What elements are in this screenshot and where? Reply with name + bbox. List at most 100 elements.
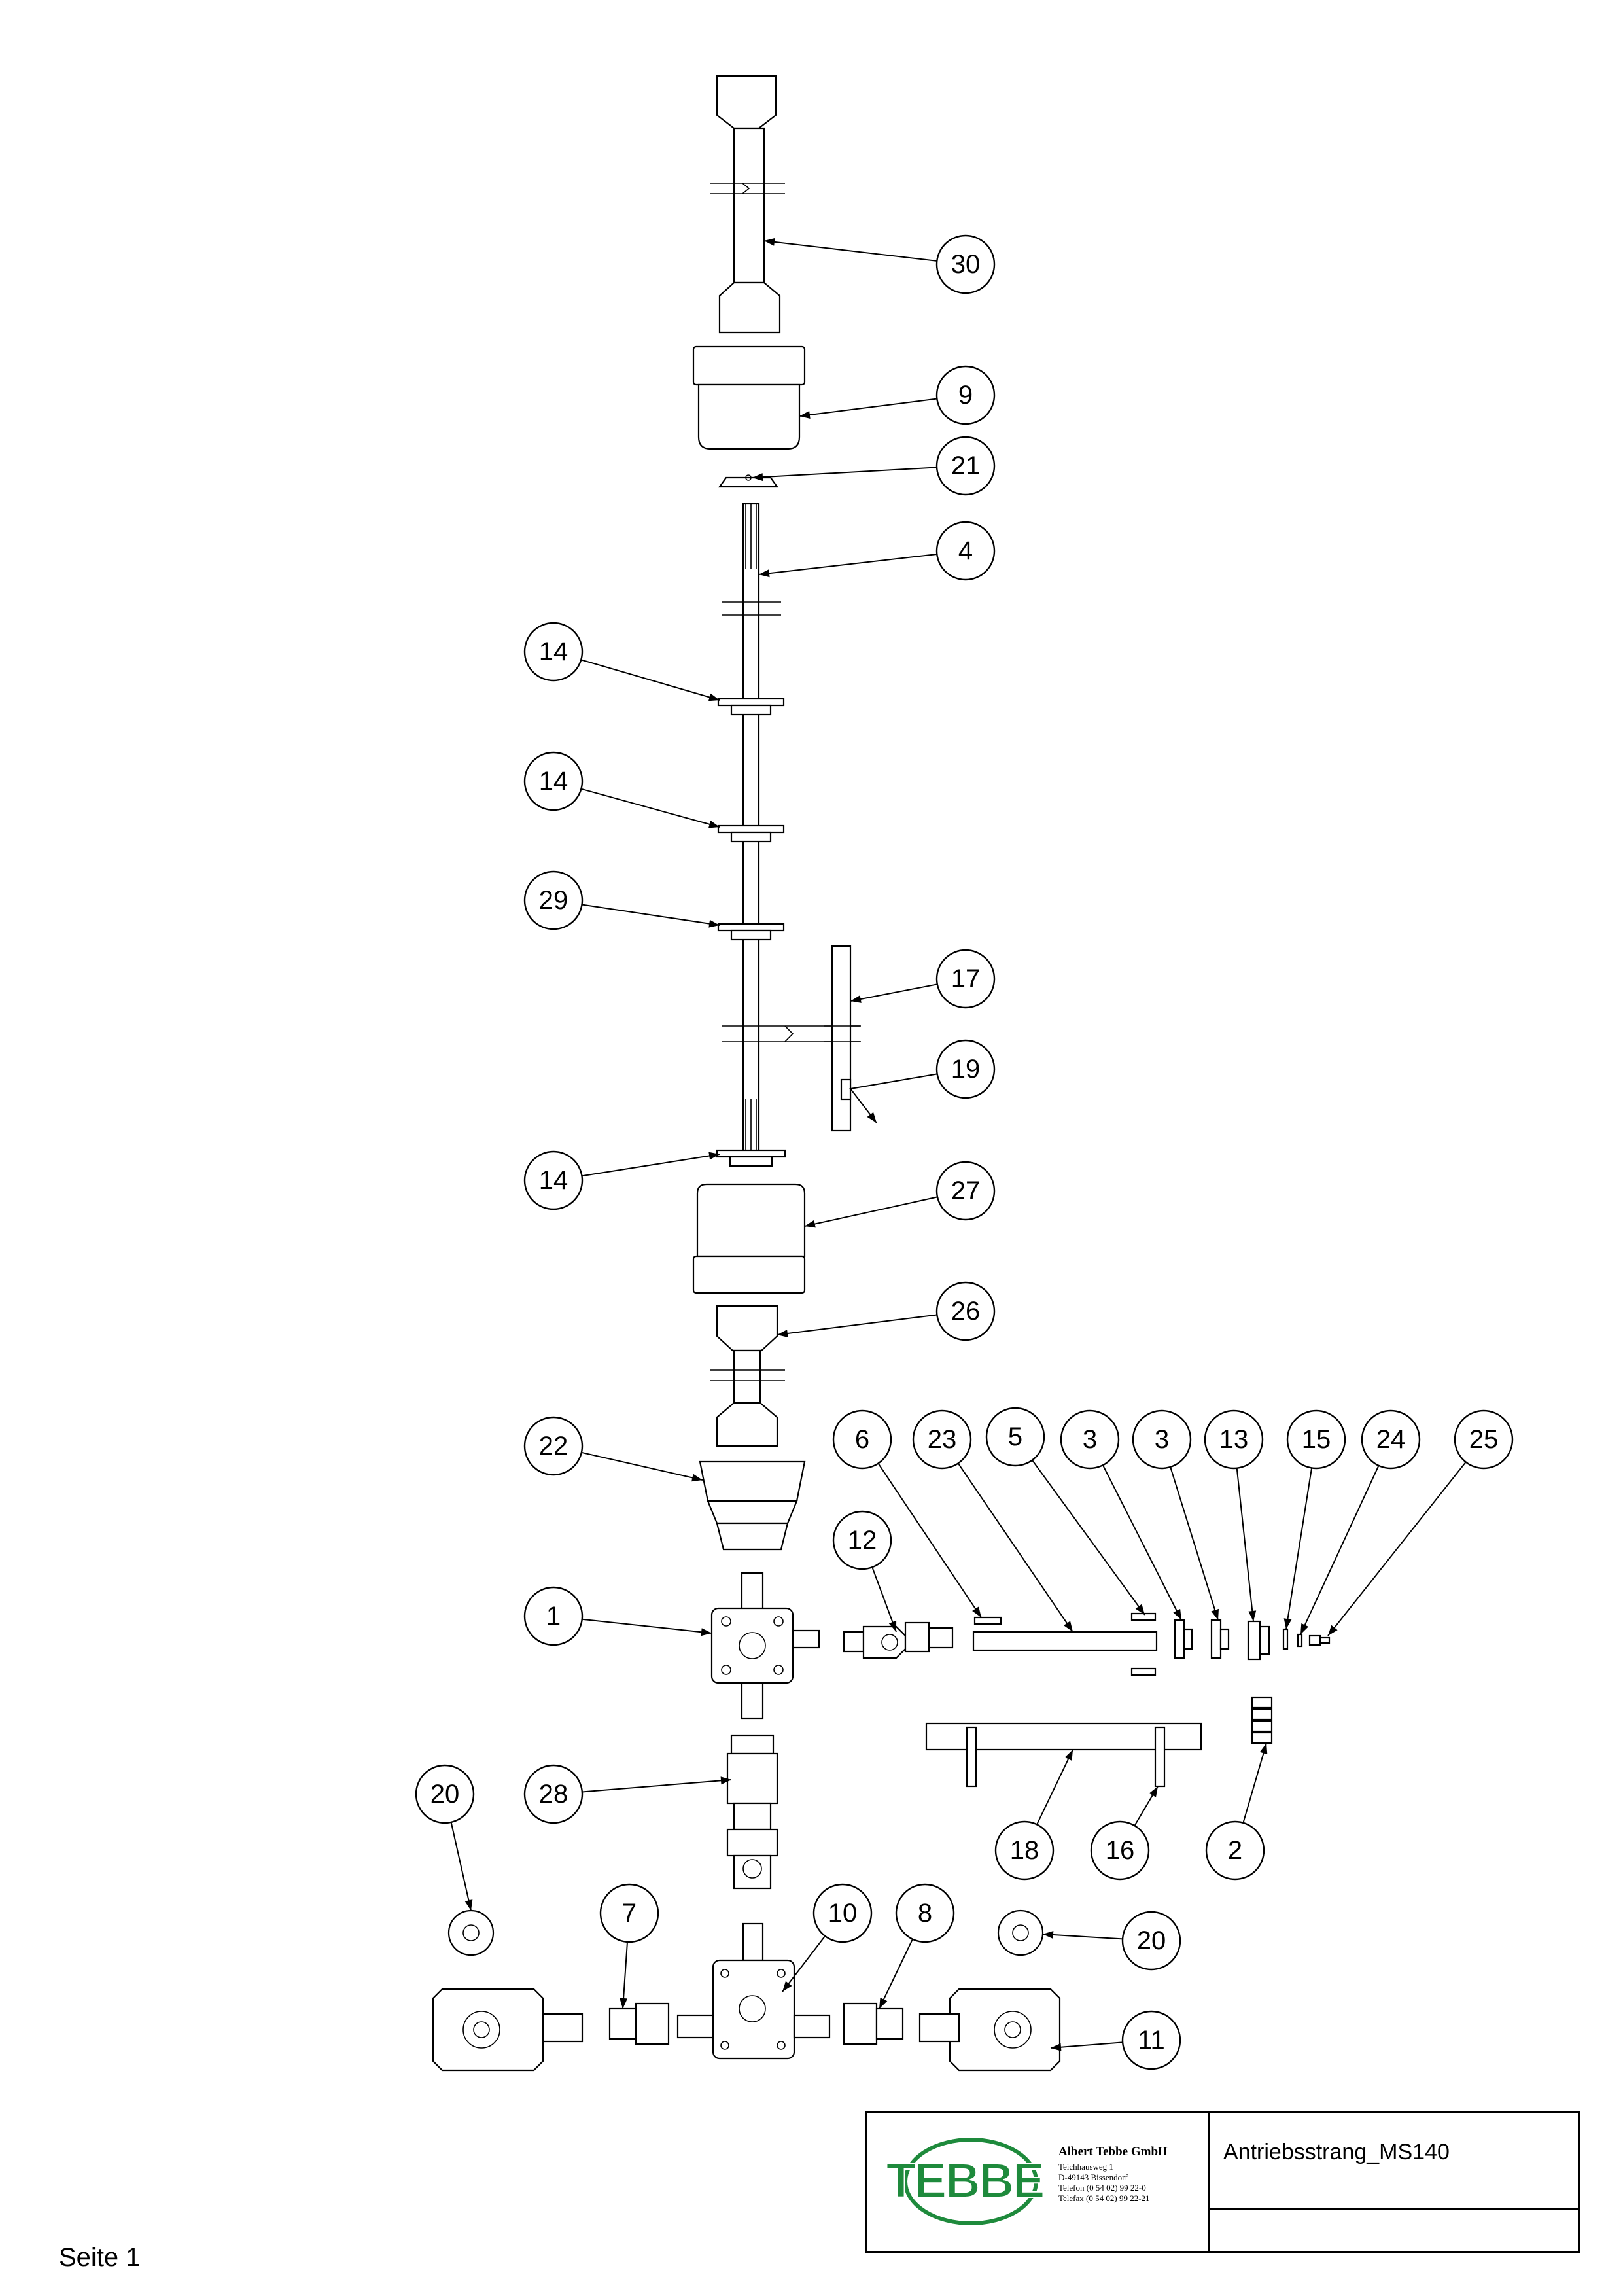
arrowhead-b14b <box>708 821 720 828</box>
part-6-key <box>973 1616 1002 1625</box>
balloon-number: 8 <box>918 1899 932 1928</box>
leader-b27 <box>804 1196 938 1227</box>
balloon-circle <box>935 1039 996 1099</box>
balloon-number: 27 <box>951 1176 981 1205</box>
part-13-sprocket <box>1247 1620 1270 1661</box>
balloon-circle <box>994 1820 1055 1881</box>
balloon-circle <box>415 1764 475 1824</box>
balloon-b3b: 3 <box>1132 1409 1192 1470</box>
balloon-b14c: 14 <box>523 1150 584 1210</box>
balloon-b24: 24 <box>1361 1409 1421 1470</box>
title-block-company-cell: TEBBE Albert Tebbe GmbH Teichhausweg 1 D… <box>867 2113 1210 2251</box>
balloon-number: 15 <box>1302 1425 1331 1454</box>
arrowhead-b8 <box>879 1998 888 2009</box>
balloon-circle <box>523 751 584 811</box>
balloon-b26: 26 <box>935 1281 996 1341</box>
balloon-number: 9 <box>958 381 973 410</box>
balloon-number: 28 <box>539 1780 568 1809</box>
balloon-b29: 29 <box>523 870 584 930</box>
balloon-circle <box>832 1409 892 1470</box>
balloon-number: 4 <box>958 537 973 565</box>
leader-b5 <box>1032 1460 1145 1616</box>
balloon-circle <box>985 1407 1045 1467</box>
part-1-main-gearbox <box>710 1572 820 1720</box>
balloon-b13: 13 <box>1204 1409 1264 1470</box>
part-27-guard-cup <box>692 1183 806 1294</box>
balloon-b11: 11 <box>1121 2010 1181 2070</box>
balloon-b10: 10 <box>812 1883 873 1943</box>
balloon-circle <box>812 1883 873 1943</box>
leader-b30 <box>763 240 937 262</box>
leader-b14c <box>582 1154 720 1177</box>
arrowhead-b14a <box>708 693 720 701</box>
balloon-b27: 27 <box>935 1161 996 1221</box>
balloon-b18: 18 <box>994 1820 1055 1881</box>
balloon-number: 14 <box>539 767 568 796</box>
balloon-b3a: 3 <box>1060 1409 1120 1470</box>
part-9-guard-cup <box>692 345 806 450</box>
leader-b25 <box>1327 1461 1467 1636</box>
balloon-b8: 8 <box>895 1883 955 1943</box>
leader-b29 <box>582 904 720 926</box>
balloon-b7: 7 <box>599 1883 659 1943</box>
leader-b23 <box>957 1462 1073 1633</box>
balloon-circle <box>599 1883 659 1943</box>
balloon-circle <box>1090 1820 1150 1881</box>
balloon-number: 29 <box>539 886 568 915</box>
arrowhead-b28 <box>720 1776 731 1785</box>
leader-b8 <box>879 1939 913 2009</box>
leader-b19 <box>849 1073 937 1123</box>
arrowhead-b1 <box>701 1628 712 1636</box>
balloon-b25: 25 <box>1454 1409 1514 1470</box>
balloon-number: 6 <box>855 1425 869 1454</box>
part-14-bearing-lower <box>716 1149 786 1167</box>
part-19-key <box>840 1078 852 1101</box>
leader-b14a <box>580 659 720 701</box>
leader-b2 <box>1242 1742 1267 1824</box>
balloon-circle <box>895 1883 955 1943</box>
balloon-number: 11 <box>1138 2026 1165 2055</box>
balloon-number: 25 <box>1469 1425 1499 1454</box>
part-23-shaft <box>972 1631 1158 1651</box>
balloon-number: 5 <box>1008 1422 1022 1451</box>
balloon-number: 7 <box>622 1899 637 1928</box>
arrowhead-b5 <box>1135 1604 1145 1615</box>
arrowhead-b9 <box>799 411 811 419</box>
balloon-circle <box>935 1161 996 1221</box>
leader-b26 <box>777 1314 937 1335</box>
balloon-b14b: 14 <box>523 751 584 811</box>
balloon-number: 24 <box>1376 1425 1406 1454</box>
balloon-number: 23 <box>928 1425 957 1454</box>
arrowhead-b15 <box>1283 1618 1292 1629</box>
part-11-side-gearbox-left <box>432 1988 584 2072</box>
balloon-b16: 16 <box>1090 1820 1150 1881</box>
balloon-b9: 9 <box>935 365 996 425</box>
company-name: Albert Tebbe GmbH <box>1058 2145 1168 2159</box>
balloon-number: 12 <box>848 1526 877 1555</box>
arrowhead-b26 <box>777 1330 788 1337</box>
balloon-circle <box>1121 2010 1181 2070</box>
company-fax: Telefax (0 54 02) 99 22-21 <box>1058 2193 1150 2203</box>
balloon-number: 17 <box>951 964 981 993</box>
part-22-funnel-guard <box>699 1460 806 1551</box>
leader-b4 <box>758 554 937 575</box>
leader-b18 <box>1036 1749 1073 1825</box>
balloon-b28: 28 <box>523 1764 584 1824</box>
leader-b13 <box>1236 1468 1254 1622</box>
page-label: Seite 1 <box>59 2243 141 2272</box>
balloon-circle <box>1205 1820 1265 1881</box>
balloon-b2: 2 <box>1205 1820 1265 1881</box>
part-16-bracket <box>966 1726 1166 1788</box>
part-2-chain <box>1251 1696 1273 1744</box>
balloon-circle <box>1204 1409 1264 1470</box>
balloon-number: 14 <box>539 1166 568 1195</box>
balloon-b12: 12 <box>832 1510 892 1570</box>
balloon-number: 30 <box>951 250 981 279</box>
balloon-number: 16 <box>1106 1836 1135 1865</box>
balloon-circle <box>935 436 996 496</box>
balloon-circle <box>935 234 996 294</box>
part-14-bearing-middle <box>717 824 785 843</box>
part-24-ring <box>1297 1633 1303 1648</box>
balloon-number: 13 <box>1219 1425 1249 1454</box>
